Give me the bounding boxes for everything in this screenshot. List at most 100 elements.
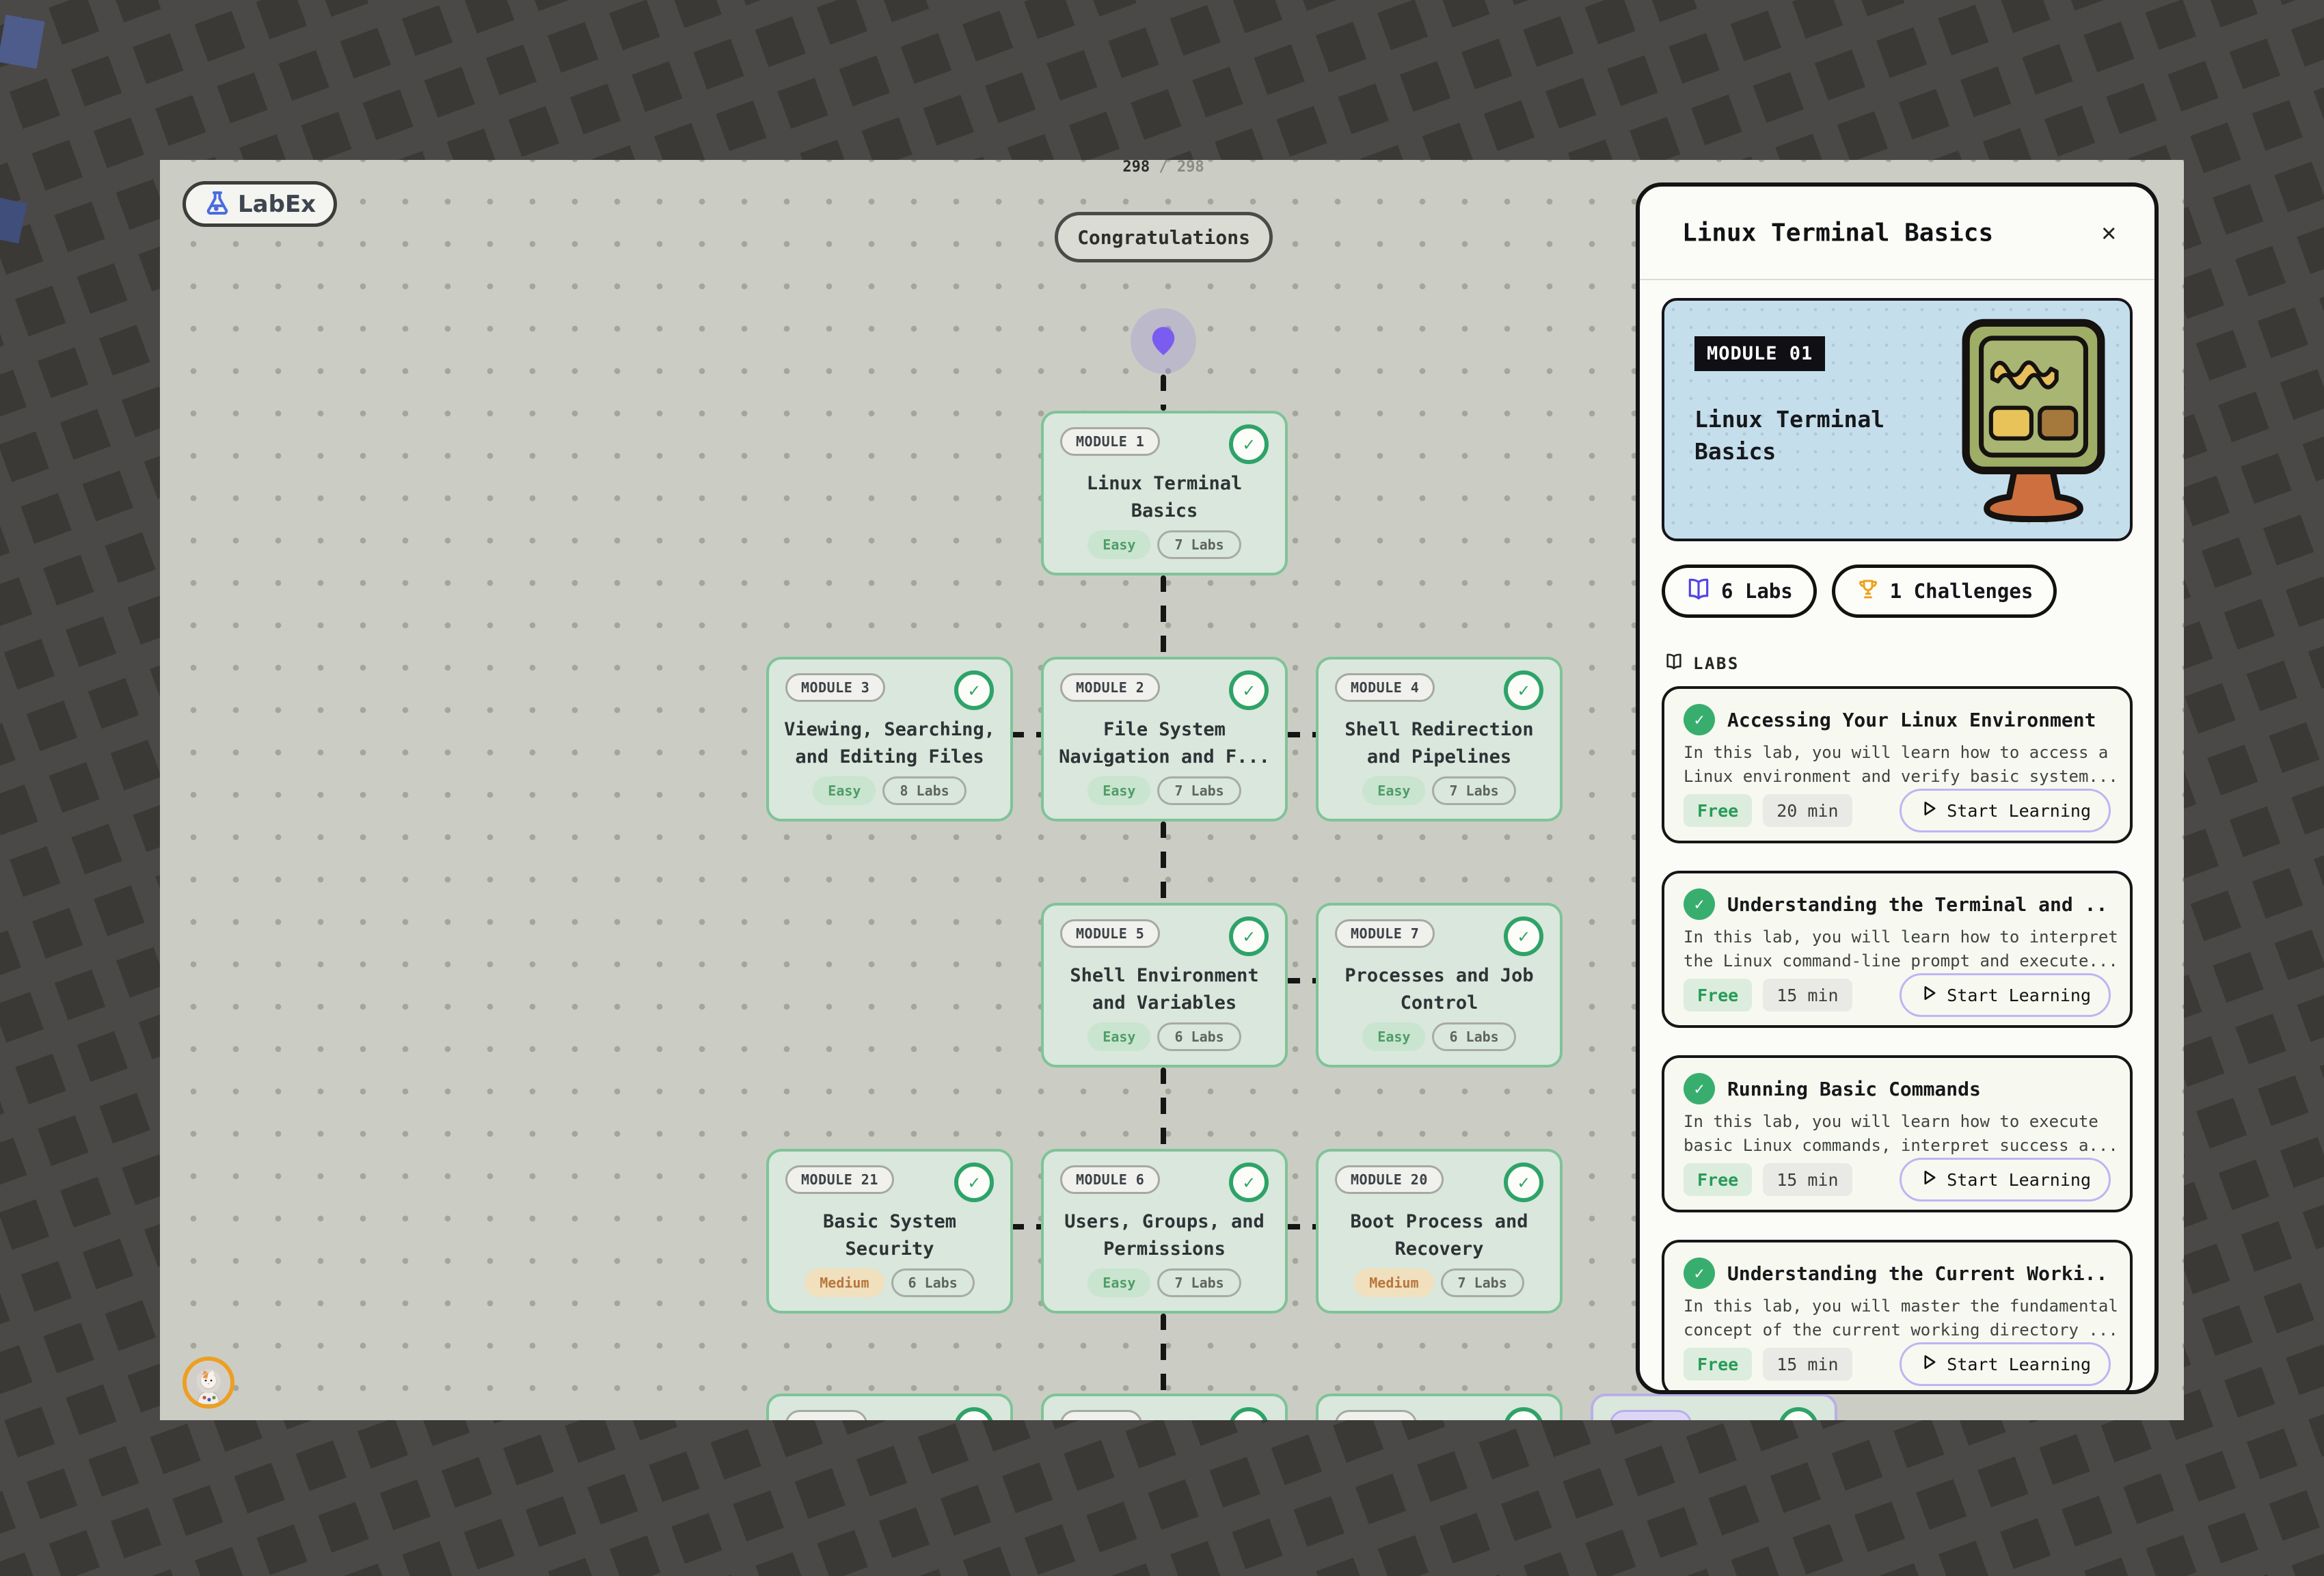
module-node-header: MODULE 7 ✓ xyxy=(1335,916,1543,956)
book-icon xyxy=(1686,576,1712,607)
module-node[interactable]: MODULE 5 ✓ Shell Environment and Variabl… xyxy=(1041,903,1288,1068)
price-tag: Free xyxy=(1684,1348,1753,1381)
module-title: File System Navigation and F... xyxy=(1059,718,1270,767)
module-node-partial[interactable]: ✓ xyxy=(1316,1394,1563,1420)
module-badge xyxy=(1335,1410,1417,1420)
labs-count-pill: 6 Labs xyxy=(1432,1022,1516,1051)
check-icon: ✓ xyxy=(1684,1073,1715,1104)
user-avatar[interactable] xyxy=(183,1357,234,1409)
module-node-partial[interactable]: ✓ xyxy=(1041,1394,1288,1420)
start-learning-button[interactable]: Start Learning xyxy=(1900,1158,2111,1201)
lab-description: In this lab, you will learn how to execu… xyxy=(1684,1112,2118,1155)
module-node[interactable]: MODULE 3 ✓ Viewing, Searching, and Editi… xyxy=(766,657,1013,821)
price-tag: Free xyxy=(1684,979,1753,1011)
connector-vertical xyxy=(1161,375,1166,411)
module-badge: MODULE 7 xyxy=(1335,919,1435,948)
module-node-header: MODULE 21 ✓ xyxy=(785,1163,994,1202)
labs-count-pill: 8 Labs xyxy=(882,776,967,805)
module-node-partial[interactable]: ✓ xyxy=(1591,1394,1837,1420)
price-tag: Free xyxy=(1684,794,1753,827)
difficulty-pill: Easy xyxy=(1087,776,1151,805)
price-tag: Free xyxy=(1684,1163,1753,1196)
module-node-header: MODULE 20 ✓ xyxy=(1335,1163,1543,1202)
module-title: Basic System Security xyxy=(822,1210,957,1260)
module-node-header: MODULE 5 ✓ xyxy=(1060,916,1269,956)
lab-title: Running Basic Commands xyxy=(1727,1077,1981,1100)
module-node[interactable]: MODULE 6 ✓ Users, Groups, and Permission… xyxy=(1041,1149,1288,1314)
module-badge xyxy=(1610,1410,1692,1420)
labex-logo[interactable]: LabEx xyxy=(183,181,338,227)
module-badge: MODULE 21 xyxy=(785,1165,894,1194)
check-icon: ✓ xyxy=(1504,1407,1543,1420)
lab-list[interactable]: ✓ Accessing Your Linux Environment In th… xyxy=(1662,686,2133,1390)
labs-count-button[interactable]: 6 Labs xyxy=(1662,565,1817,618)
module-node-footer: Easy 6 Labs xyxy=(1060,1022,1269,1051)
module-node[interactable]: MODULE 21 ✓ Basic System Security Medium… xyxy=(766,1149,1013,1314)
module-node[interactable]: MODULE 1 ✓ Linux Terminal Basics Easy 7 … xyxy=(1041,411,1288,575)
labs-section-label: LABS xyxy=(1693,654,1740,673)
module-node-header: ✓ xyxy=(1610,1407,1818,1420)
duration-tag: 15 min xyxy=(1763,1163,1852,1196)
start-learning-button[interactable]: Start Learning xyxy=(1900,789,2111,832)
module-node-header: MODULE 4 ✓ xyxy=(1335,670,1543,710)
connector-horizontal xyxy=(1285,978,1319,983)
module-node[interactable]: MODULE 4 ✓ Shell Redirection and Pipelin… xyxy=(1316,657,1563,821)
start-learning-label: Start Learning xyxy=(1947,1354,2091,1374)
close-icon[interactable]: ✕ xyxy=(2101,218,2116,247)
labs-count-pill: 7 Labs xyxy=(1157,530,1241,559)
connector-vertical xyxy=(1161,575,1166,657)
start-learning-button[interactable]: Start Learning xyxy=(1900,1342,2111,1386)
flask-icon xyxy=(204,189,231,219)
module-title: Boot Process and Recovery xyxy=(1350,1210,1528,1260)
duration-tag: 20 min xyxy=(1763,794,1852,827)
duration-tag: 15 min xyxy=(1763,1348,1852,1381)
module-node-header: ✓ xyxy=(1060,1407,1269,1420)
module-badge: MODULE 4 xyxy=(1335,673,1435,702)
module-node-footer: Medium 6 Labs xyxy=(785,1268,994,1297)
check-icon: ✓ xyxy=(1229,424,1269,464)
progress-completed: 298 xyxy=(1122,160,1150,176)
start-learning-label: Start Learning xyxy=(1947,800,2091,821)
start-learning-button[interactable]: Start Learning xyxy=(1900,973,2111,1017)
lab-card-header: ✓ Running Basic Commands xyxy=(1684,1073,2111,1104)
module-node-footer: Easy 7 Labs xyxy=(1060,776,1269,805)
lab-card-footer: Free 15 min Start Learning xyxy=(1684,973,2111,1017)
check-icon: ✓ xyxy=(954,670,994,710)
play-icon xyxy=(1919,1353,1938,1376)
labs-count-pill: 7 Labs xyxy=(1432,776,1516,805)
labs-count-pill: 7 Labs xyxy=(1440,1268,1524,1297)
module-title: Viewing, Searching, and Editing Files xyxy=(784,718,995,767)
challenges-count-button[interactable]: 1 Challenges xyxy=(1831,565,2057,618)
check-icon: ✓ xyxy=(1504,670,1543,710)
module-badge xyxy=(785,1410,867,1420)
module-node[interactable]: MODULE 2 ✓ File System Navigation and F.… xyxy=(1041,657,1288,821)
check-icon: ✓ xyxy=(1229,670,1269,710)
module-badge: MODULE 6 xyxy=(1060,1165,1161,1194)
difficulty-pill: Easy xyxy=(1087,1268,1151,1297)
lab-description: In this lab, you will learn how to acces… xyxy=(1684,743,2118,786)
lab-title: Accessing Your Linux Environment xyxy=(1727,708,2096,731)
difficulty-pill: Easy xyxy=(1362,1022,1426,1051)
connector-horizontal xyxy=(1009,732,1043,737)
connector-horizontal xyxy=(1285,1224,1319,1229)
module-badge: MODULE 3 xyxy=(785,673,886,702)
module-node[interactable]: MODULE 7 ✓ Processes and Job Control Eas… xyxy=(1316,903,1563,1068)
module-badge: MODULE 5 xyxy=(1060,919,1161,948)
check-icon: ✓ xyxy=(1229,1407,1269,1420)
module-title: Users, Groups, and Permissions xyxy=(1064,1210,1265,1260)
module-node-partial[interactable]: ✓ xyxy=(766,1394,1013,1420)
congratulations-node[interactable]: Congratulations xyxy=(1055,212,1273,262)
connector-horizontal xyxy=(1285,732,1319,737)
module-stats-row: 6 Labs 1 Challenges xyxy=(1662,565,2133,618)
check-icon: ✓ xyxy=(954,1163,994,1202)
divider xyxy=(1640,279,2154,280)
module-node-header: MODULE 2 ✓ xyxy=(1060,670,1269,710)
module-title: Linux Terminal Basics xyxy=(1086,472,1243,521)
book-icon xyxy=(1664,652,1684,675)
check-icon: ✓ xyxy=(954,1407,994,1420)
module-title: Shell Redirection and Pipelines xyxy=(1345,718,1534,767)
module-node[interactable]: MODULE 20 ✓ Boot Process and Recovery Me… xyxy=(1316,1149,1563,1314)
progress-total: 298 xyxy=(1176,160,1204,176)
module-number-badge: MODULE 01 xyxy=(1694,336,1826,371)
